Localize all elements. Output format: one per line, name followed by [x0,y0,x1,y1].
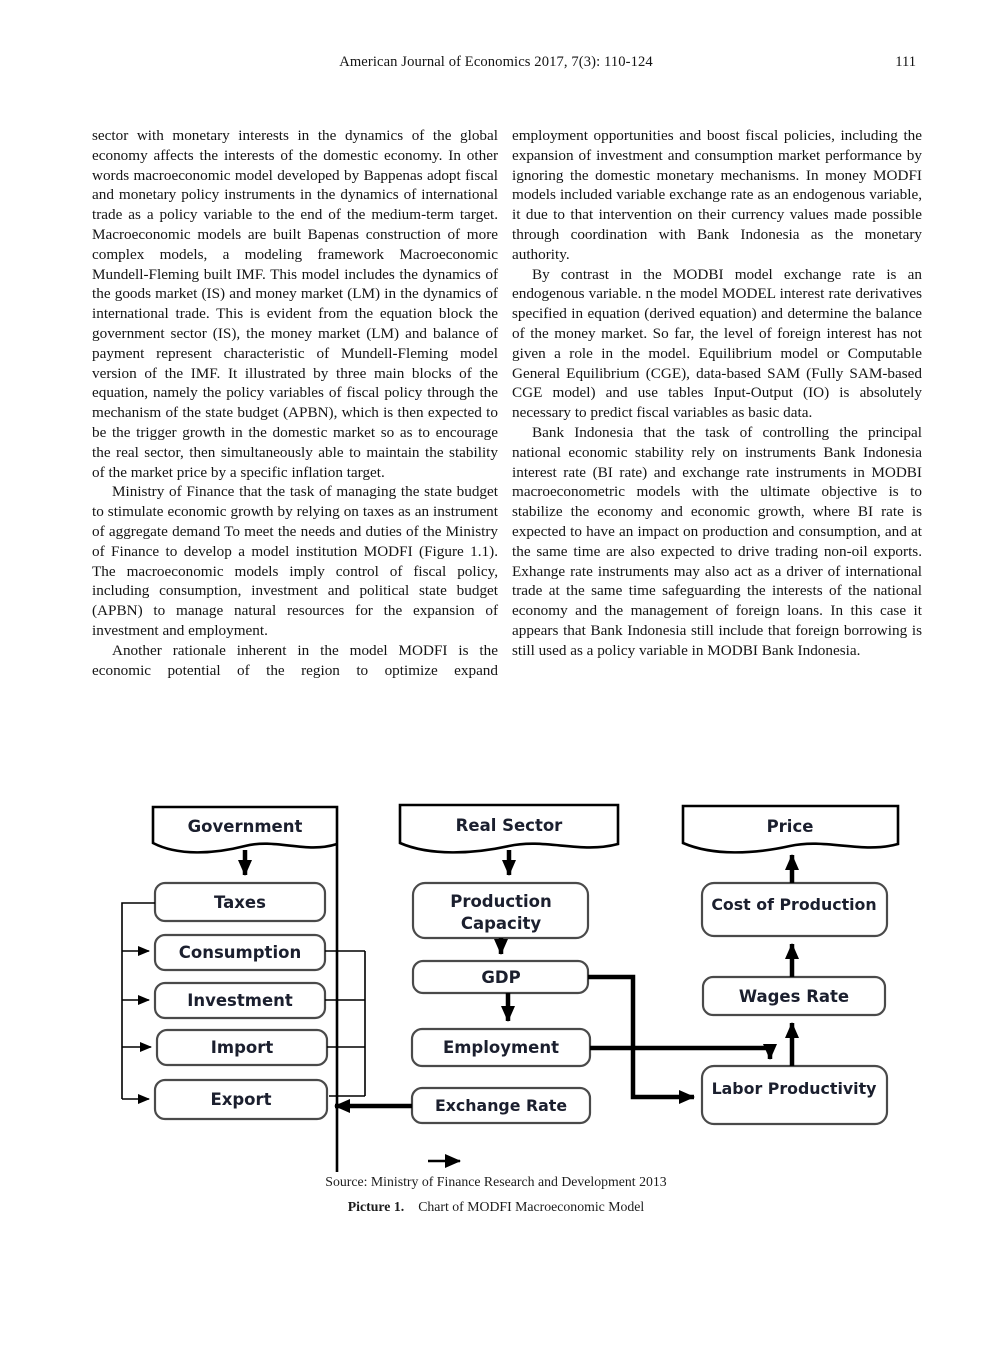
node-label: Labor Productivity [712,1079,878,1098]
node-real-sector: Real Sector [398,803,620,854]
connector-taxes-feed-line [121,902,155,1099]
paragraph: employment opportunities and boost fisca… [512,127,922,263]
figure-source: Source: Ministry of Finance Research and… [325,1174,667,1189]
arrow-employment-to-laborproductivity [590,1044,777,1060]
node-label: Import [211,1038,274,1057]
figure-caption-label: Picture 1. [347,1199,405,1214]
node-wages-rate: Wages Rate [701,975,887,1017]
node-production-capacity: Production Capacity [411,881,590,940]
box-shape [153,933,327,972]
node-exchange-rate: Exchange Rate [410,1086,592,1125]
banner-shape [398,803,620,854]
box-shape [700,1064,889,1126]
node-gdp: GDP [411,959,590,995]
node-import: Import [155,1028,329,1067]
node-label: Wages Rate [739,987,849,1006]
figure-caption-title: Chart of MODFI Macroeconomic Model [418,1199,645,1214]
paragraph: By contrast in the MODBI model exchange … [512,265,922,422]
banner-shape [681,804,900,854]
paragraph: Ministry of Finance that the task of man… [92,483,498,639]
node-employment: Employment [410,1027,592,1068]
node-export: Export [153,1078,329,1121]
node-label: Exchange Rate [435,1096,567,1115]
paragraph: Bank Indonesia that the task of controll… [512,423,922,659]
connector-components-to-export [325,950,366,1097]
box-shape [700,881,889,938]
node-consumption: Consumption [153,933,327,972]
box-shape [153,1078,329,1121]
arrow-gdp-to-laborproductivity [588,974,695,1104]
node-price: Price [681,804,900,854]
node-label: Production [450,892,552,911]
node-taxes: Taxes [153,881,327,923]
node-labor-productivity: Labor Productivity [700,1064,889,1126]
box-shape [153,881,327,923]
paragraph: Another rationale inherent in the model … [92,641,498,679]
node-label: Cost of Production [711,895,876,914]
node-investment: Investment [153,981,327,1020]
journal-reference: American Journal of Economics 2017, 7(3)… [339,54,653,70]
node-label: Investment [187,991,293,1010]
node-label: GDP [481,968,520,987]
left-text-column: sector with monetary interests in the dy… [92,126,498,680]
node-label: Taxes [214,893,266,912]
modfi-flowchart: Government Real Sector Price Taxes Consu… [121,803,900,1172]
node-label: Price [767,817,814,836]
node-label: Consumption [179,943,301,962]
figure-caption: Picture 1. Chart of MODFI Macroeconomic M… [0,1199,992,1215]
paragraph: sector with monetary interests in the dy… [92,127,498,481]
node-label: Government [188,817,303,836]
node-label: Real Sector [456,816,564,835]
node-cost-of-production: Cost of Production [700,881,889,938]
node-label: Employment [443,1038,559,1057]
node-label: Capacity [461,914,542,933]
right-text-column: employment opportunities and boost fisca… [512,126,922,661]
page-number: 111 [895,54,916,70]
node-label: Export [210,1090,271,1109]
